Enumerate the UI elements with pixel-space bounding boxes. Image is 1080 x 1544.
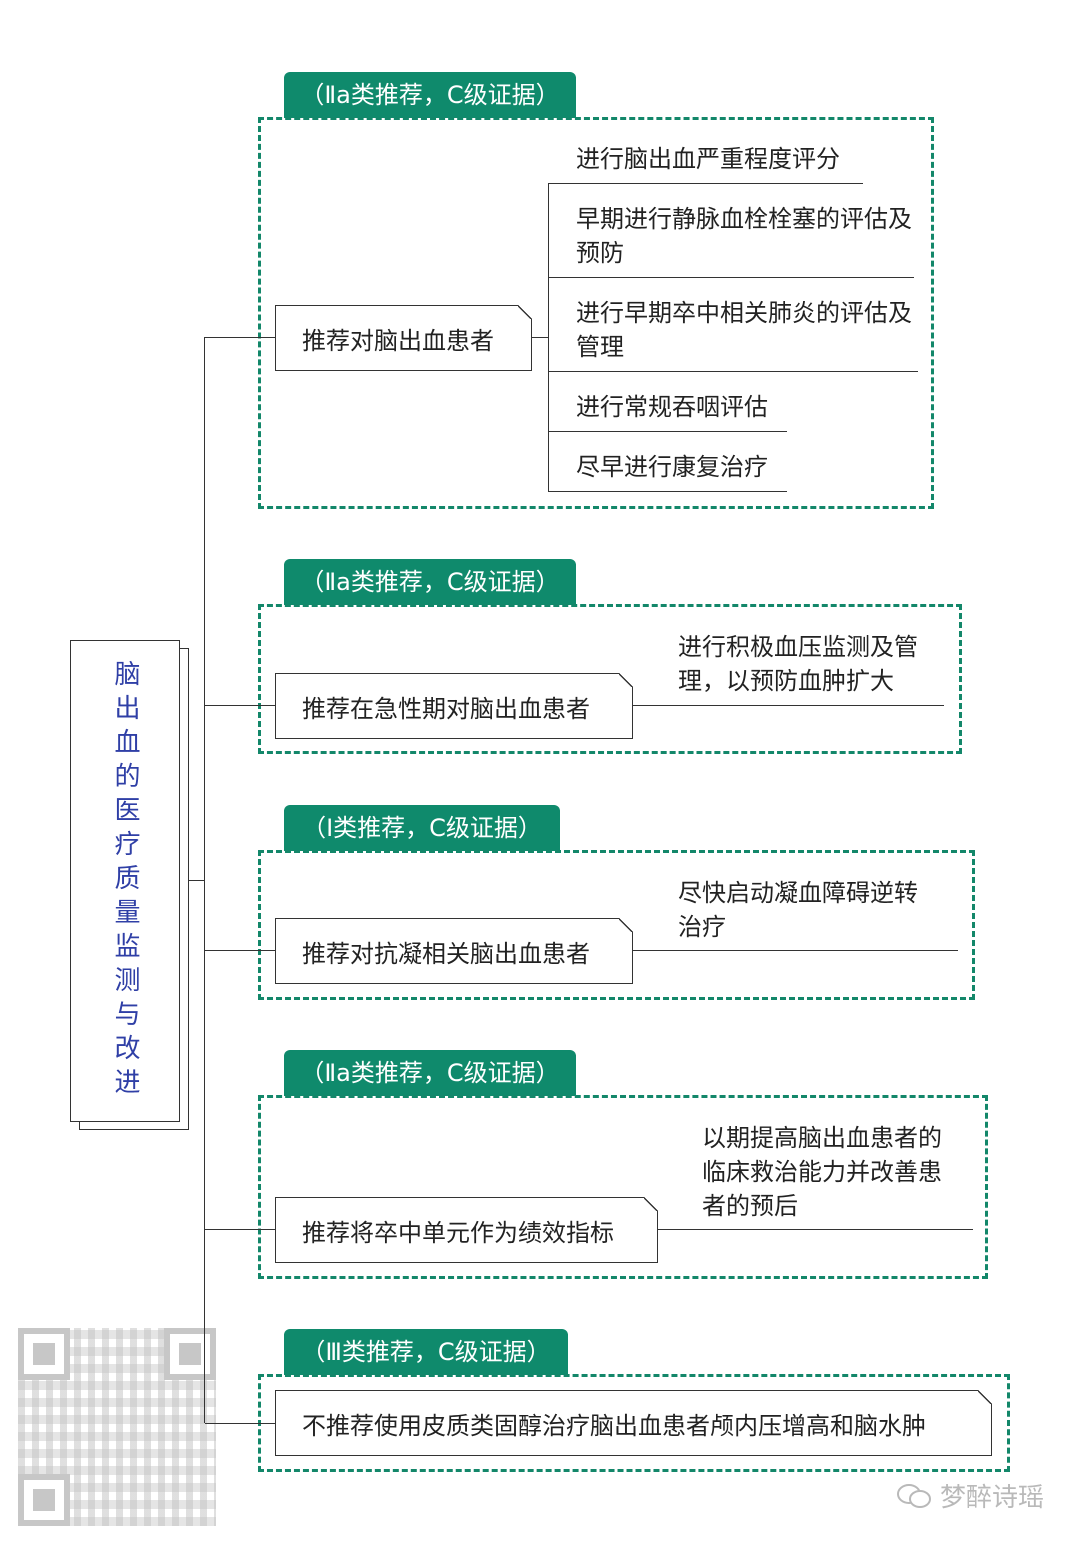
group-3-node-label: 推荐对抗凝相关脑出血患者: [302, 939, 590, 968]
branch-line: [205, 950, 277, 951]
branch-line: [205, 1229, 277, 1230]
qr-finder: [18, 1474, 70, 1526]
note-fold-icon: [518, 305, 532, 319]
group-1-item: 进行脑出血严重程度评分: [576, 145, 840, 173]
group-2-node: 推荐在急性期对脑出血患者: [275, 673, 633, 739]
qr-finder: [164, 1328, 216, 1380]
branch-line: [205, 337, 277, 338]
group-5-node: 不推荐使用皮质类固醇治疗脑出血患者颅内压增高和脑水肿: [275, 1390, 992, 1456]
group-2-tag: （Ⅱa类推荐，C级证据）: [284, 559, 576, 605]
qr-finder: [18, 1328, 70, 1380]
item-underline: [657, 1229, 973, 1230]
group-5-node-label: 不推荐使用皮质类固醇治疗脑出血患者颅内压增高和脑水肿: [302, 1411, 926, 1440]
qr-code: [18, 1328, 216, 1526]
group-3-item: 尽快启动凝血障碍逆转治疗: [678, 879, 918, 941]
group-1-item: 尽早进行康复治疗: [576, 453, 768, 481]
group-2-node-label: 推荐在急性期对脑出血患者: [302, 694, 590, 723]
root-title: 脑出血的医疗质量监测与改进: [110, 660, 140, 1102]
branch-line: [531, 337, 549, 338]
item-underline: [549, 431, 787, 432]
item-underline: [549, 371, 918, 372]
watermark-text: 梦醉诗瑶: [939, 1483, 1044, 1513]
root-connector: [187, 880, 205, 881]
branch-line: [205, 705, 277, 706]
note-fold-icon: [978, 1390, 992, 1404]
group-3-node: 推荐对抗凝相关脑出血患者: [275, 918, 633, 984]
group-1-item: 进行早期卒中相关肺炎的评估及管理: [576, 299, 912, 361]
watermark: 梦醉诗瑶: [896, 1477, 1044, 1514]
note-fold-icon: [644, 1197, 658, 1211]
group-3-box: [258, 850, 975, 1000]
item-underline: [632, 705, 944, 706]
group-1-item: 早期进行静脉血栓栓塞的评估及预防: [576, 205, 912, 267]
item-underline: [632, 950, 958, 951]
group-3-tag: （Ⅰ类推荐，C级证据）: [284, 805, 560, 851]
items-connector: [548, 183, 549, 492]
item-underline: [549, 277, 914, 278]
trunk-line: [204, 337, 205, 1423]
group-1-item: 进行常规吞咽评估: [576, 393, 768, 421]
note-fold-icon: [619, 918, 633, 932]
group-4-tag: （Ⅱa类推荐，C级证据）: [284, 1050, 576, 1096]
group-1-node-label: 推荐对脑出血患者: [302, 326, 494, 355]
branch-line: [205, 1423, 277, 1424]
group-2-box: [258, 604, 962, 754]
group-1-node: 推荐对脑出血患者: [275, 305, 532, 371]
group-4-item: 以期提高脑出血患者的临床救治能力并改善患者的预后: [702, 1124, 942, 1220]
root-node: 脑出血的医疗质量监测与改进: [70, 640, 180, 1122]
group-1-box: [258, 117, 934, 509]
note-fold-icon: [619, 673, 633, 687]
item-underline: [549, 183, 863, 184]
group-5-tag: （Ⅲ类推荐，C级证据）: [284, 1329, 568, 1375]
group-4-node: 推荐将卒中单元作为绩效指标: [275, 1197, 658, 1263]
group-4-box: [258, 1095, 988, 1279]
wechat-icon: [896, 1483, 931, 1508]
group-2-item: 进行积极血压监测及管理，以预防血肿扩大: [678, 633, 918, 695]
group-4-node-label: 推荐将卒中单元作为绩效指标: [302, 1218, 614, 1247]
item-underline: [549, 491, 787, 492]
group-1-tag: （Ⅱa类推荐，C级证据）: [284, 72, 576, 118]
